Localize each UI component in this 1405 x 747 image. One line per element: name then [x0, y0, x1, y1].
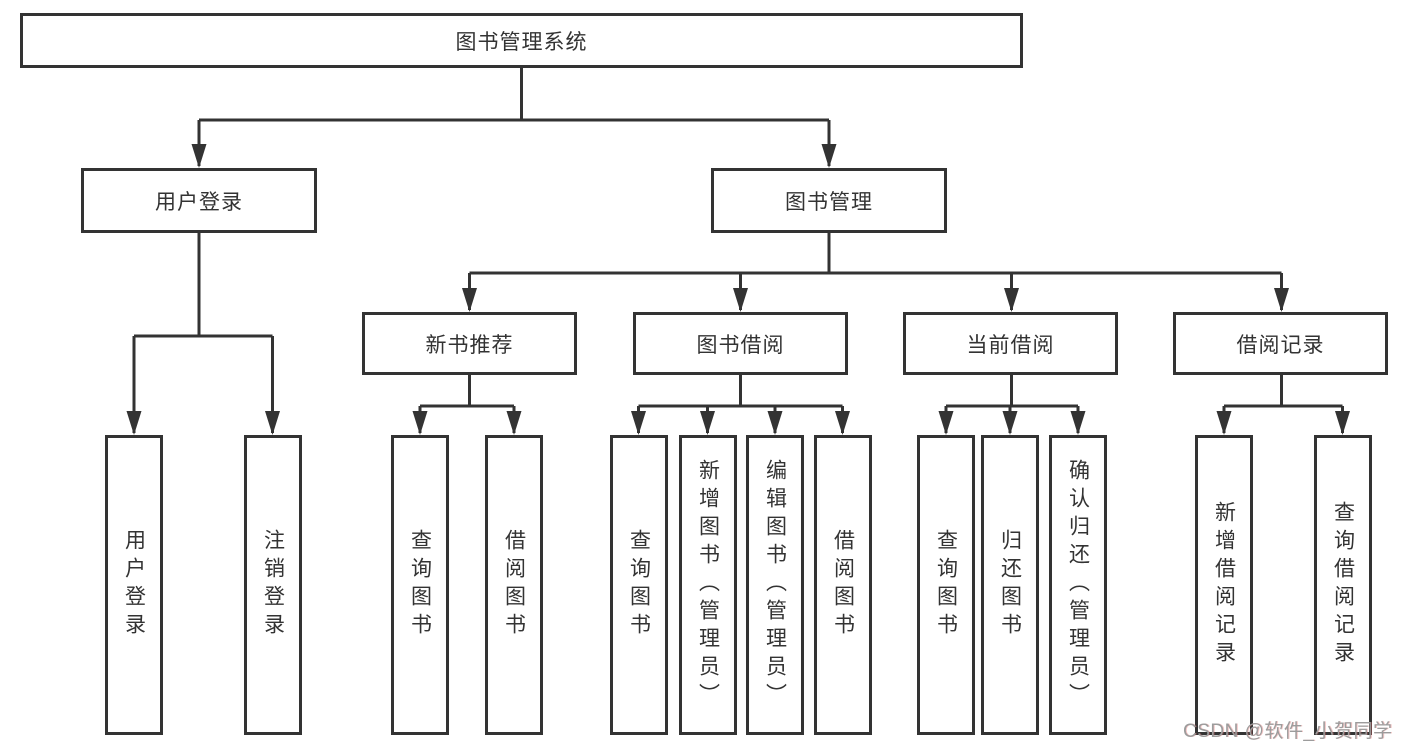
node-label: 用户登录 [122, 529, 146, 641]
edge-bookmgmt-to-level3 [468, 233, 1283, 310]
leaf-query-books-borrow: 查询图书 [610, 435, 668, 735]
node-label: 借阅图书 [502, 529, 526, 641]
leaf-confirm-return-admin: 确认归还（管理员） [1049, 435, 1107, 735]
node-label: 借阅图书 [831, 529, 855, 641]
arrow-icon [265, 411, 280, 435]
node-current-borrow: 当前借阅 [903, 312, 1118, 375]
leaf-borrow-books-recommend: 借阅图书 [485, 435, 543, 735]
node-label: 归还图书 [998, 529, 1022, 641]
edge-root-to-level2 [197, 68, 831, 166]
node-label: 图书管理 [785, 190, 873, 214]
node-borrow-records: 借阅记录 [1173, 312, 1388, 375]
node-label: 编辑图书（管理员） [763, 459, 787, 711]
node-label: 查询图书 [934, 529, 958, 641]
leaf-query-borrow-record: 查询借阅记录 [1314, 435, 1372, 735]
arrowheads [126, 144, 1350, 435]
node-book-management: 图书管理 [711, 168, 947, 233]
node-label: 借阅记录 [1236, 333, 1325, 357]
node-label: 注销登录 [261, 529, 285, 641]
arrow-icon [506, 411, 522, 435]
leaf-user-login: 用户登录 [105, 435, 163, 735]
node-label: 新增借阅记录 [1212, 501, 1236, 669]
arrow-icon [631, 411, 646, 435]
leaf-edit-books-admin: 编辑图书（管理员） [746, 435, 804, 735]
leaf-query-books-current: 查询图书 [917, 435, 975, 735]
arrow-icon [412, 411, 428, 435]
leaf-add-books-admin: 新增图书（管理员） [679, 435, 737, 735]
edge-recommend-to-leaves [418, 375, 516, 433]
arrow-icon [1335, 411, 1350, 435]
arrow-icon [1002, 411, 1018, 435]
node-label: 新书推荐 [425, 333, 514, 357]
arrow-icon [126, 411, 142, 435]
edge-borrow-to-leaves [637, 375, 844, 433]
arrow-icon [191, 144, 207, 168]
leaf-query-books-recommend: 查询图书 [391, 435, 449, 735]
node-label: 查询图书 [408, 529, 432, 641]
node-user-login: 用户登录 [81, 168, 317, 233]
arrow-icon [1070, 411, 1086, 435]
node-label: 查询图书 [627, 529, 651, 641]
node-label: 用户登录 [155, 190, 243, 214]
leaf-add-borrow-record: 新增借阅记录 [1195, 435, 1253, 735]
leaf-borrow-books: 借阅图书 [814, 435, 872, 735]
node-library-system: 图书管理系统 [20, 13, 1023, 68]
node-label: 当前借阅 [966, 333, 1055, 357]
edge-records-to-leaves [1222, 375, 1344, 433]
node-label: 新增图书（管理员） [696, 459, 720, 711]
arrow-icon [821, 144, 837, 168]
node-label: 查询借阅记录 [1331, 501, 1355, 669]
leaf-return-books: 归还图书 [981, 435, 1039, 735]
node-new-book-recommend: 新书推荐 [362, 312, 577, 375]
node-label: 确认归还（管理员） [1066, 459, 1090, 711]
arrow-icon [1216, 411, 1232, 435]
arrow-icon [700, 411, 715, 435]
node-book-borrow: 图书借阅 [633, 312, 848, 375]
node-label: 图书借阅 [696, 333, 785, 357]
arrow-icon [767, 411, 783, 435]
csdn-watermark: CSDN @软件_小贺同学 [1183, 721, 1393, 742]
arrow-icon [733, 288, 748, 312]
leaf-logout: 注销登录 [244, 435, 302, 735]
arrow-icon [938, 411, 954, 435]
edge-userlogin-to-leaves [132, 233, 274, 433]
arrow-icon [462, 288, 477, 312]
arrow-icon [835, 411, 850, 435]
arrow-icon [1274, 288, 1289, 312]
arrow-icon [1004, 288, 1019, 312]
node-label: 图书管理系统 [455, 30, 588, 54]
